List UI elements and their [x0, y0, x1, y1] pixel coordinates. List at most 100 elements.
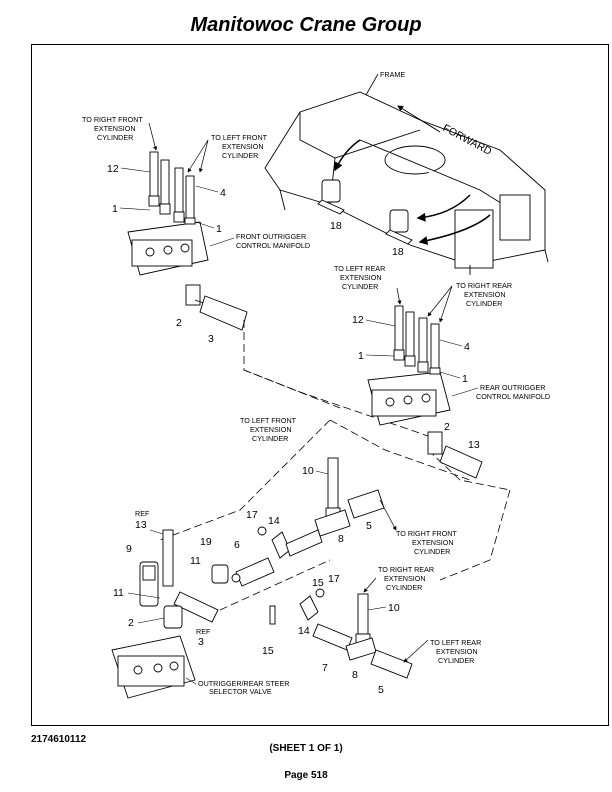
callout-7: 7: [322, 662, 328, 674]
leader-left-front-b: [198, 139, 209, 173]
callout-12-rear: 12: [352, 314, 364, 326]
callout-15-lower: 15: [262, 645, 274, 657]
leader-12-front: [120, 167, 151, 173]
front-outrigger-manifold: [127, 221, 209, 276]
rear-hose-set: [393, 305, 441, 375]
callout-10-rear: 10: [388, 602, 400, 614]
callout-13-rear: 13: [468, 439, 480, 451]
to-left-front-1: TO LEFT FRONT: [211, 133, 268, 142]
callout-19: 19: [200, 536, 212, 548]
callout-2-selector: 2: [128, 617, 134, 629]
callout-1-rear-b: 1: [462, 373, 468, 385]
b-to-right-front-3: CYLINDER: [414, 547, 450, 556]
leader-right-rear-lower: [363, 577, 377, 593]
rear-elbow-and-hose: [427, 431, 483, 479]
rear-outrigger-manifold: [367, 371, 451, 426]
leader-1-rear-a: [365, 354, 395, 357]
selector-valve: [111, 605, 196, 699]
clamp-assembly-upper: [257, 526, 323, 559]
to-right-front-3: CYLINDER: [97, 133, 133, 142]
sheet-indicator: (SHEET 1 OF 1): [269, 743, 343, 754]
leader-left-rear-lower: [403, 639, 429, 663]
document-number: 2174610112: [31, 734, 87, 745]
leader-right-front-lower: [379, 499, 397, 531]
callout-13-ref: 13: [135, 519, 147, 531]
tee-fitting-rear: [345, 637, 413, 679]
to-left-front-3: CYLINDER: [222, 151, 258, 160]
valve-item-9: [139, 561, 159, 607]
b-to-right-rear-1: TO RIGHT REAR: [378, 565, 434, 574]
leader-right-front: [148, 122, 158, 151]
frame-label: FRAME: [380, 70, 405, 79]
front-manifold-label-1: FRONT OUTRIGGER: [236, 232, 306, 241]
hose-item-3-ref: [173, 591, 219, 623]
leader-11-left: [127, 592, 161, 599]
arrow-to-item-18-b: [416, 194, 471, 222]
to-right-rear-2: EXTENSION: [464, 290, 506, 299]
valve-item-18-right: [385, 209, 413, 245]
to-left-rear-1: TO LEFT REAR: [334, 264, 385, 273]
callout-14-upper: 14: [268, 515, 280, 527]
rear-manifold-label-2: CONTROL MANIFOLD: [476, 392, 550, 401]
leader-right-rear-a: [427, 285, 453, 317]
selector-label-1: OUTRIGGER/REAR STEER: [198, 679, 289, 688]
leader-12-rear: [365, 319, 396, 327]
to-right-front-2: EXTENSION: [94, 124, 136, 133]
callout-15-upper: 15: [312, 577, 324, 589]
callout-11-right: 11: [190, 555, 201, 567]
b-to-left-front-1: TO LEFT FRONT: [240, 416, 297, 425]
callout-8-rear: 8: [352, 669, 358, 681]
callout-2-front: 2: [176, 317, 182, 329]
front-manifold-label-2: CONTROL MANIFOLD: [236, 241, 310, 250]
b-to-right-rear-2: EXTENSION: [384, 574, 426, 583]
callout-14-lower: 14: [298, 625, 310, 637]
b-to-left-rear-3: CYLINDER: [438, 656, 474, 665]
front-hose-set: [148, 151, 196, 225]
callout-1-front-a: 1: [112, 203, 118, 215]
tee-fitting-front: [314, 489, 385, 537]
leader-left-rear: [396, 287, 402, 305]
fitting-item-19: [211, 564, 241, 584]
callout-1-front-b: 1: [216, 223, 222, 235]
callout-1-rear-a: 1: [358, 350, 364, 362]
ref-label-b: REF: [196, 627, 211, 636]
page-number: Page 518: [284, 770, 328, 781]
leader-13-ref: [149, 529, 164, 535]
leader-10-front: [315, 470, 329, 475]
to-left-rear-3: CYLINDER: [342, 282, 378, 291]
leader-left-front-a: [187, 139, 209, 173]
hose-item-10-front: [325, 457, 341, 519]
to-left-rear-2: EXTENSION: [340, 273, 382, 282]
arrow-to-item-18-a: [334, 139, 361, 172]
callout-17-lower: 17: [328, 573, 340, 585]
callout-8-front: 8: [338, 533, 344, 545]
leader-right-rear-b: [439, 285, 453, 323]
leader-rear-manifold: [451, 387, 479, 397]
callout-6: 6: [234, 539, 240, 551]
leader-10-rear: [367, 606, 387, 611]
valve-item-18-left: [317, 179, 345, 215]
b-to-left-rear-2: EXTENSION: [436, 647, 478, 656]
b-to-left-rear-1: TO LEFT REAR: [430, 638, 481, 647]
leader-1-front-b: [195, 221, 215, 229]
callout-4-rear: 4: [464, 341, 470, 353]
hose-item-6: [235, 557, 275, 587]
callout-2-rear: 2: [444, 421, 450, 433]
to-right-rear-1: TO RIGHT REAR: [456, 281, 512, 290]
b-to-left-front-3: CYLINDER: [252, 434, 288, 443]
leader-4-front: [195, 185, 219, 193]
to-right-front-1: TO RIGHT FRONT: [82, 115, 143, 124]
selector-label-2: SELECTOR VALVE: [209, 687, 272, 696]
arrow-to-item-18-c: [418, 214, 491, 245]
callout-10-front: 10: [302, 465, 314, 477]
callout-12-front: 12: [107, 163, 119, 175]
callout-5-rear: 5: [378, 684, 384, 696]
leader-4-rear: [439, 339, 463, 347]
to-right-rear-3: CYLINDER: [466, 299, 502, 308]
callout-4-front: 4: [220, 187, 226, 199]
callout-3-ref: 3: [198, 636, 204, 648]
b-to-left-front-2: EXTENSION: [250, 425, 292, 434]
leader-front-manifold: [209, 237, 235, 247]
callout-9: 9: [126, 543, 132, 555]
